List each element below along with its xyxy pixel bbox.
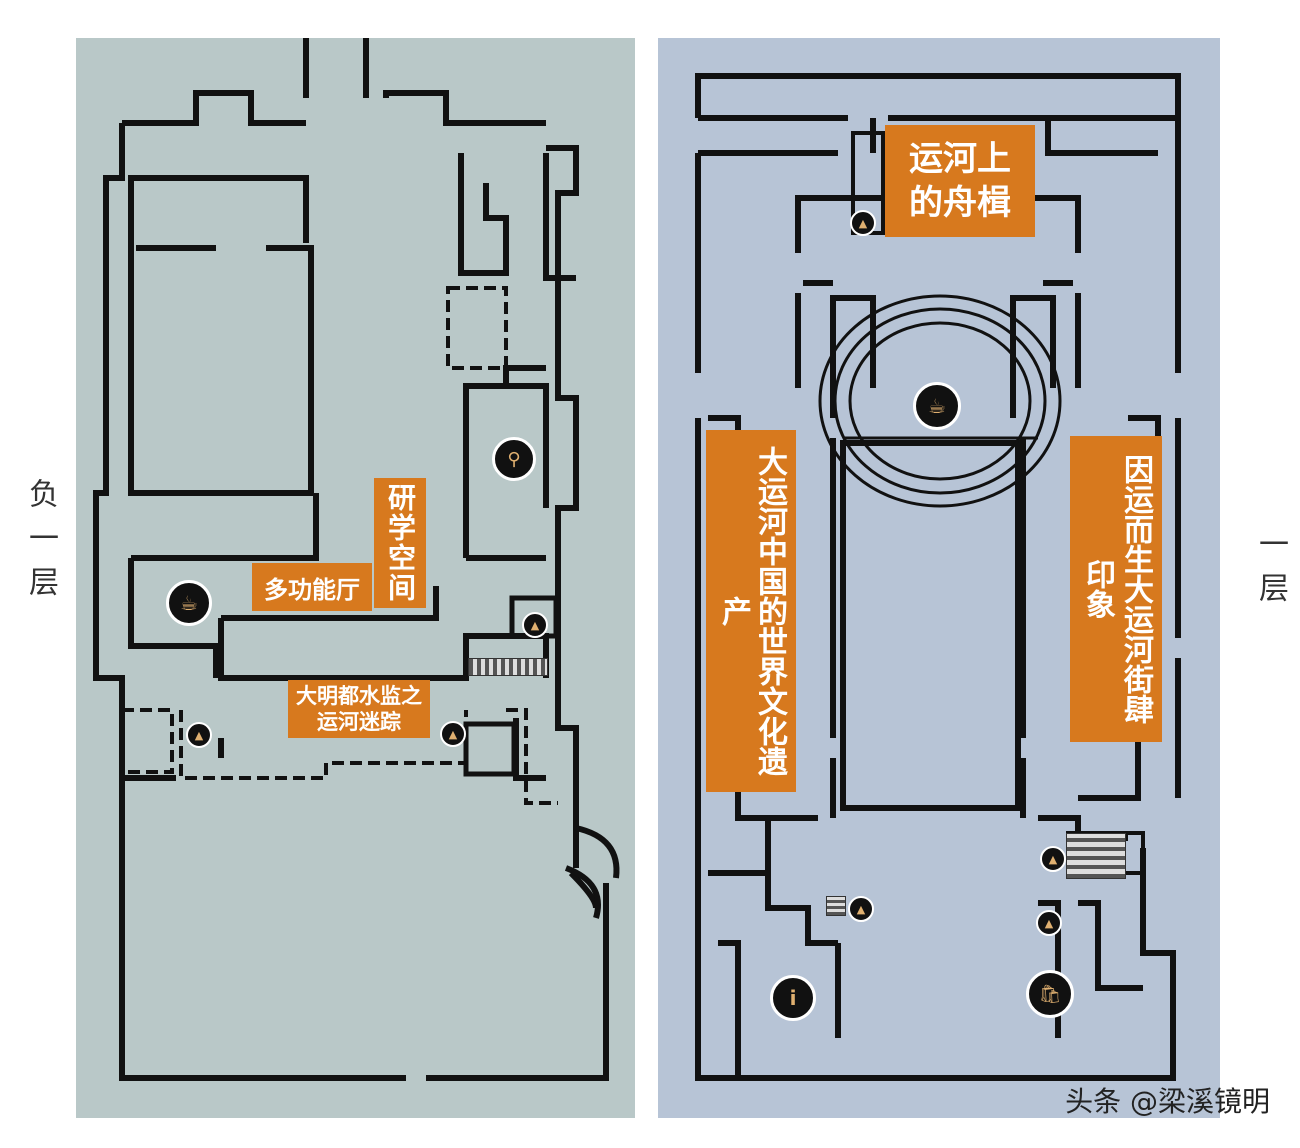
floor-label-ground: 一层 <box>1253 528 1288 616</box>
restroom-icon[interactable]: ⚲ <box>492 437 536 481</box>
stairs-icon[interactable] <box>468 658 548 676</box>
room-world-heritage-text: 大运河中国的世界文化遗产 <box>716 446 787 776</box>
floor-label-basement: 负一层 <box>23 478 58 610</box>
basement-map <box>76 38 635 1118</box>
elevator-icon[interactable]: ▲ <box>440 721 466 747</box>
room-world-heritage[interactable]: 大运河中国的世界文化遗产 <box>706 430 796 792</box>
cafe-icon[interactable]: ☕ <box>913 382 961 430</box>
room-canal-boats-text: 运河上的舟楫 <box>909 139 1011 223</box>
room-ming-water-bureau-text: 大明都水监之运河迷踪 <box>296 684 422 734</box>
elevator-icon[interactable]: ▲ <box>522 612 548 638</box>
room-ming-water-bureau[interactable]: 大明都水监之运河迷踪 <box>288 680 430 738</box>
elevator-icon[interactable]: ▲ <box>186 722 212 748</box>
room-research-space[interactable]: 研学空间 <box>374 478 426 608</box>
elevator-icon[interactable]: ▲ <box>1036 910 1062 936</box>
elevator-icon[interactable]: ▲ <box>1040 846 1066 872</box>
elevator-icon[interactable]: ▲ <box>850 210 876 236</box>
shop-icon[interactable]: 🛍 <box>1026 970 1074 1018</box>
cafe-icon[interactable]: ☕ <box>166 580 212 626</box>
room-canal-street[interactable]: 因运而生大运河街肆印象 <box>1070 436 1162 742</box>
room-multi-function-hall[interactable]: 多功能厅 <box>252 563 372 611</box>
elevator-icon[interactable]: ▲ <box>848 896 874 922</box>
watermark: 头条 @梁溪镜明 <box>1065 1085 1270 1118</box>
stairs-icon[interactable] <box>1066 833 1126 879</box>
room-canal-boats[interactable]: 运河上的舟楫 <box>885 125 1035 237</box>
room-canal-street-text: 因运而生大运河街肆印象 <box>1080 454 1153 724</box>
info-icon[interactable]: i <box>770 975 816 1021</box>
stairs-icon[interactable] <box>826 896 846 916</box>
